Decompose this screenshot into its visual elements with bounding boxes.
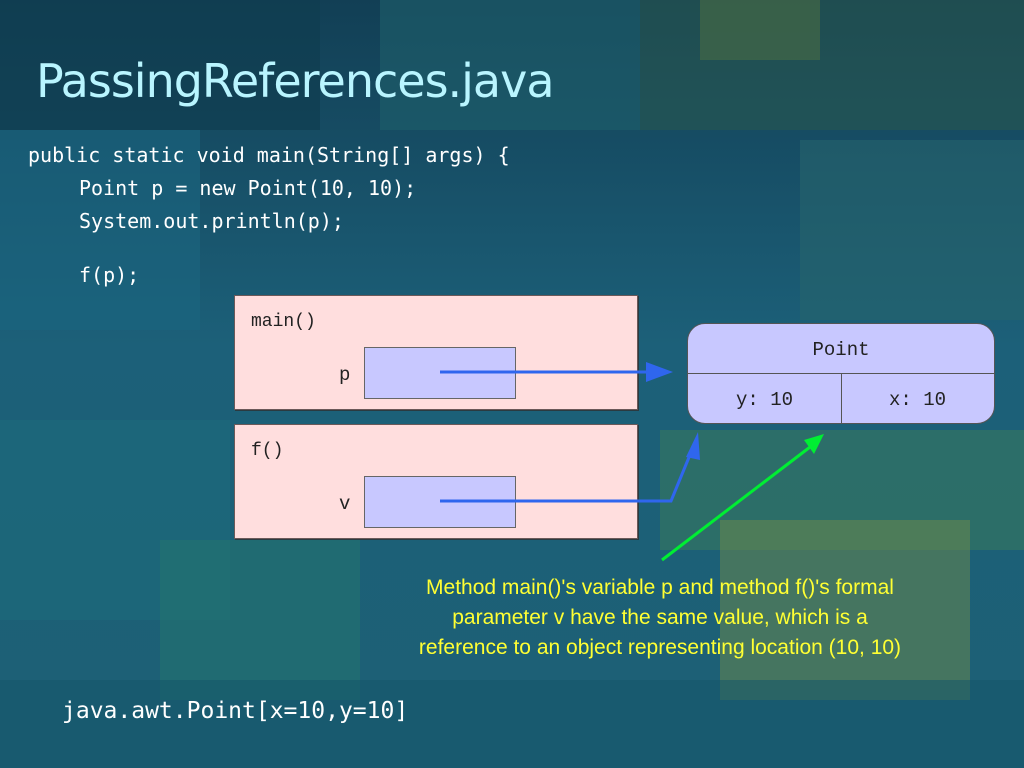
variable-p-label: p xyxy=(339,364,351,386)
point-object: Point y: 10 x: 10 xyxy=(687,323,995,424)
variable-p-box xyxy=(364,347,516,399)
code-line-println: System.out.println(p); xyxy=(79,209,344,233)
slide-title: PassingReferences.java xyxy=(36,54,555,108)
code-line-new-point: Point p = new Point(10, 10); xyxy=(79,176,417,200)
variable-v-box xyxy=(364,476,516,528)
main-stack-frame: main() p xyxy=(234,295,638,410)
note-line-2: parameter v have the same value, which i… xyxy=(452,606,868,629)
note-line-1: Method main()'s variable p and method f(… xyxy=(426,576,894,599)
f-frame-label: f() xyxy=(251,441,284,461)
variable-v-label: v xyxy=(339,493,351,515)
point-field-y: y: 10 xyxy=(735,389,793,411)
point-class-name: Point xyxy=(812,339,870,361)
point-field-divider xyxy=(841,373,842,423)
f-stack-frame: f() v xyxy=(234,424,638,539)
code-line-call-f: f(p); xyxy=(79,263,140,287)
explanation-note: Method main()'s variable p and method f(… xyxy=(350,573,970,663)
console-output: java.awt.Point[x=10,y=10] xyxy=(62,698,409,724)
code-line-main-signature: public static void main(String[] args) { xyxy=(28,143,510,167)
main-frame-label: main() xyxy=(251,312,316,332)
point-field-x: x: 10 xyxy=(888,389,946,411)
note-line-3: reference to an object representing loca… xyxy=(418,636,902,659)
